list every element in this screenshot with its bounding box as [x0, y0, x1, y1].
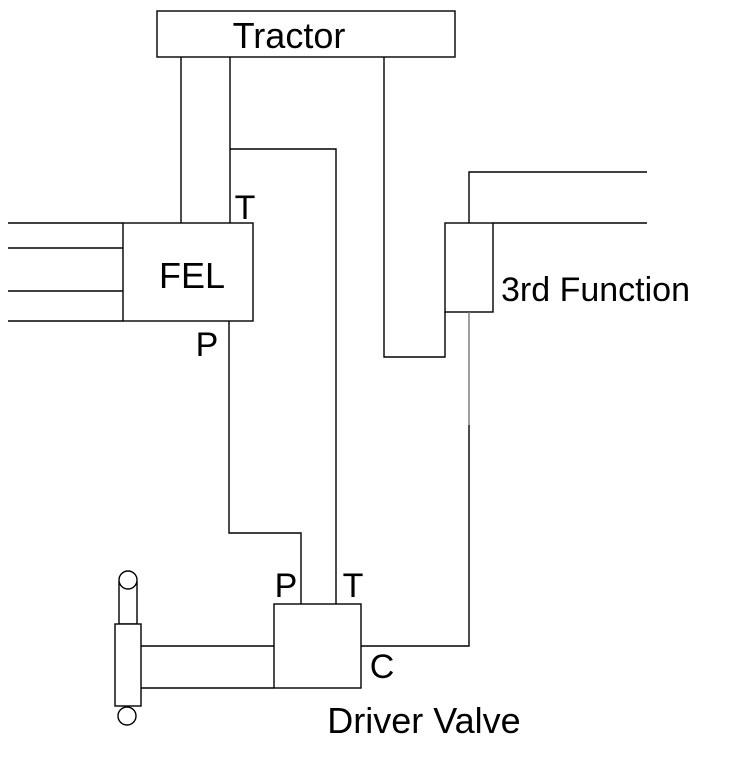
cylinder-body: [114, 623, 142, 707]
fel-label: FEL: [159, 255, 225, 296]
tractor-to-third-function-line: [383, 57, 446, 358]
fel-block: FEL T P: [122, 189, 256, 364]
tractor-to-driver-valve-tank-line: [230, 148, 337, 604]
driver-valve-tank-port-label: T: [343, 567, 364, 605]
third-function-block: 3rd Function: [444, 222, 690, 313]
tractor-box: [156, 10, 456, 58]
hydraulic-cylinder: [114, 570, 142, 726]
cylinder-top-pin-icon: [118, 570, 138, 590]
tractor-block: Tractor: [156, 10, 456, 58]
driver-valve-box: [273, 603, 362, 689]
driver-valve-pressure-port-label: P: [275, 567, 298, 605]
fel-box: [122, 222, 254, 322]
cylinder-bottom-pin-icon: [117, 706, 137, 726]
third-function-box: [444, 222, 494, 313]
driver-valve-block: P T C Driver Valve: [273, 567, 521, 741]
driver-valve-cylinder-port-label: C: [370, 648, 395, 686]
fel-p-to-driver-valve-p-line: [228, 321, 302, 604]
driver-valve-label: Driver Valve: [327, 700, 520, 741]
fel-pressure-port-label: P: [196, 326, 219, 364]
third-function-label: 3rd Function: [501, 271, 690, 309]
third-function-line-upper: [468, 171, 647, 223]
fel-tank-port-label: T: [235, 189, 256, 227]
driver-valve-c-to-third-function-line: [361, 425, 470, 647]
tractor-label: Tractor: [233, 15, 346, 56]
